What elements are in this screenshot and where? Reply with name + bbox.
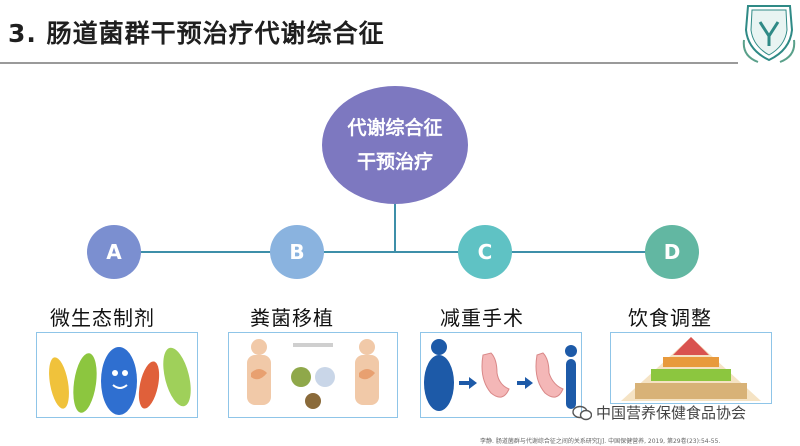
chat-bubble-icon (572, 405, 592, 420)
branch-node-a: A (87, 225, 141, 279)
branch-letter-a: A (106, 240, 122, 264)
center-topic-line1: 代谢综合征 (347, 117, 443, 139)
branch-label-c: 减重手术 (440, 306, 524, 330)
center-topic-line2: 干预治疗 (356, 151, 433, 173)
probiotics-image (36, 332, 198, 418)
connector-vertical (394, 204, 396, 252)
citation: 李静. 肠道菌群与代谢综合征之间的关系研究[J]. 中国保健营养, 2019, … (480, 438, 721, 445)
branch-letter-b: B (289, 240, 305, 264)
branch-letter-c: C (477, 240, 493, 264)
association-logo (742, 5, 796, 63)
food-pyramid-image (610, 332, 772, 404)
bariatric-surgery-image (420, 332, 582, 418)
branch-label-a: 微生态制剂 (50, 306, 155, 330)
page-title: 3. 肠道菌群干预治疗代谢综合征 (8, 19, 385, 48)
title-divider (0, 62, 738, 64)
watermark: 中国营养保健食品协会 (572, 402, 746, 423)
branch-node-d: D (645, 225, 699, 279)
branch-letter-d: D (663, 240, 681, 264)
branch-node-c: C (458, 225, 512, 279)
fecal-transplant-image (228, 332, 398, 418)
branch-label-b: 粪菌移植 (250, 306, 334, 330)
watermark-text: 中国营养保健食品协会 (596, 404, 747, 422)
branch-node-b: B (270, 225, 324, 279)
connector-horizontal (140, 251, 646, 253)
branch-label-d: 饮食调整 (628, 306, 712, 330)
center-topic-circle: 代谢综合征 干预治疗 (322, 86, 468, 204)
